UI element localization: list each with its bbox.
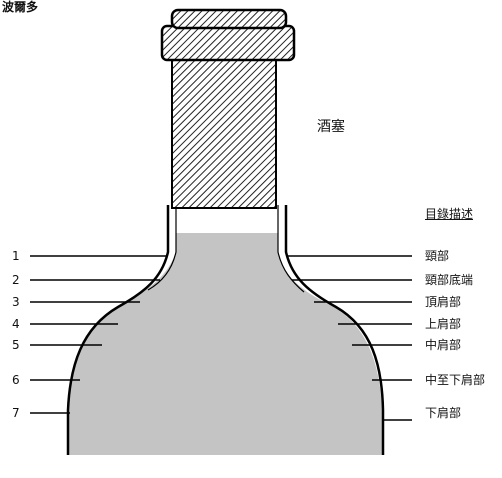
wine-fill	[68, 233, 382, 455]
level-description-2: 頸部底端	[425, 273, 474, 287]
description-header: 目錄描述	[425, 207, 474, 221]
level-description-4: 上肩部	[425, 317, 462, 331]
level-number-5: 5	[12, 338, 20, 352]
level-number-2: 2	[12, 273, 20, 287]
level-number-4: 4	[12, 317, 20, 331]
capsule-lip	[160, 24, 296, 62]
neck-inner-line	[147, 205, 305, 293]
level-number-6: 6	[12, 373, 20, 387]
bottle-outline	[66, 205, 385, 455]
level-lines-left	[30, 255, 168, 414]
level-lines-right	[286, 255, 412, 421]
level-number-7: 7	[12, 406, 20, 420]
diagram-title: 波爾多	[2, 0, 39, 14]
cork	[171, 57, 277, 209]
level-description-1: 頸部	[425, 249, 450, 263]
capsule-top	[170, 8, 288, 30]
level-description-3: 頂肩部	[425, 295, 462, 309]
level-description-5: 中肩部	[425, 338, 462, 352]
level-number-1: 1	[12, 249, 20, 263]
cork-label: 酒塞	[317, 119, 345, 135]
level-number-3: 3	[12, 295, 20, 309]
level-description-7: 下肩部	[425, 406, 462, 420]
level-description-6: 中至下肩部	[425, 373, 486, 387]
